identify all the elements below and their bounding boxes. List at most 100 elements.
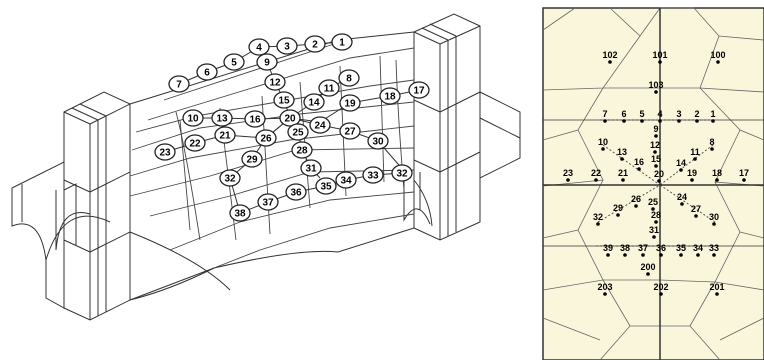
point-bubble bbox=[304, 35, 326, 53]
point-dot bbox=[622, 119, 626, 123]
point-number: 8 bbox=[709, 137, 714, 147]
point-number: 16 bbox=[249, 115, 261, 126]
point-number: 39 bbox=[603, 243, 613, 253]
point-dot bbox=[695, 119, 699, 123]
point-dot bbox=[679, 168, 683, 172]
point-bubble bbox=[241, 150, 263, 168]
point-number: 18 bbox=[712, 168, 722, 178]
point-bubble bbox=[279, 109, 301, 127]
plan-point-9: 9 bbox=[653, 124, 659, 138]
point-number: 37 bbox=[638, 243, 648, 253]
point-number: 25 bbox=[292, 128, 304, 139]
plan-point-37: 37 bbox=[638, 243, 648, 257]
plan-point-39: 39 bbox=[603, 243, 613, 257]
point-number: 13 bbox=[617, 147, 627, 157]
point-number: 29 bbox=[246, 155, 258, 166]
point-dot bbox=[679, 253, 683, 257]
point-bubble bbox=[248, 38, 270, 56]
iso-point-31: 31 bbox=[300, 159, 322, 177]
iso-point-37: 37 bbox=[257, 193, 279, 211]
point-bubble bbox=[379, 87, 401, 105]
plan-point-13: 13 bbox=[617, 147, 627, 161]
point-dot bbox=[712, 253, 716, 257]
vault-outline bbox=[129, 31, 415, 301]
isometric-vault-drawing bbox=[11, 13, 521, 321]
point-bubble bbox=[276, 37, 298, 55]
point-number: 10 bbox=[187, 114, 199, 125]
point-bubble bbox=[255, 129, 277, 147]
point-bubble bbox=[264, 73, 286, 91]
iso-point-32: 32 bbox=[391, 164, 413, 182]
plan-point-20: 20 bbox=[654, 169, 664, 183]
point-number: 34 bbox=[340, 176, 352, 187]
point-number: 37 bbox=[262, 198, 274, 209]
iso-point-14: 14 bbox=[303, 93, 325, 111]
point-number: 23 bbox=[563, 168, 573, 178]
point-bubble bbox=[287, 123, 309, 141]
point-dot bbox=[715, 292, 719, 296]
iso-point-9: 9 bbox=[256, 53, 278, 71]
point-number: 28 bbox=[296, 146, 308, 157]
point-bubble bbox=[303, 93, 325, 111]
iso-point-17: 17 bbox=[408, 81, 430, 99]
point-bubble bbox=[211, 109, 233, 127]
point-number: 1 bbox=[710, 109, 715, 119]
plan-view-grid bbox=[542, 7, 764, 360]
point-number: 11 bbox=[324, 84, 335, 95]
point-number: 15 bbox=[278, 96, 290, 107]
point-number: 103 bbox=[648, 80, 663, 90]
point-number: 3 bbox=[676, 109, 681, 119]
point-dot bbox=[603, 119, 607, 123]
point-bubble bbox=[223, 53, 245, 71]
plan-point-21: 21 bbox=[618, 168, 628, 182]
point-number: 32 bbox=[593, 212, 603, 222]
point-number: 26 bbox=[260, 134, 272, 145]
point-number: 27 bbox=[691, 204, 701, 214]
point-dot bbox=[654, 90, 658, 94]
point-number: 7 bbox=[176, 80, 182, 91]
plan-point-14: 14 bbox=[676, 158, 686, 172]
point-dot bbox=[608, 60, 612, 64]
plan-point-18: 18 bbox=[712, 168, 722, 182]
point-number: 26 bbox=[631, 194, 641, 204]
point-dot bbox=[654, 134, 658, 138]
point-bubble bbox=[196, 63, 218, 81]
point-number: 6 bbox=[621, 109, 626, 119]
point-number: 3 bbox=[284, 42, 290, 53]
plan-point-103: 103 bbox=[648, 80, 664, 94]
plan-point-38: 38 bbox=[620, 243, 630, 257]
point-number: 203 bbox=[597, 282, 612, 292]
point-bubble bbox=[273, 91, 295, 109]
iso-point-24: 24 bbox=[309, 116, 331, 134]
point-number: 202 bbox=[653, 282, 668, 292]
right-pier bbox=[403, 13, 521, 241]
point-bubble bbox=[391, 164, 413, 182]
point-dot bbox=[616, 213, 620, 217]
point-number: 4 bbox=[256, 43, 262, 54]
plan-point-34: 34 bbox=[693, 243, 703, 257]
iso-point-33: 33 bbox=[362, 166, 384, 184]
point-number: 22 bbox=[189, 139, 201, 150]
point-number: 20 bbox=[654, 169, 664, 179]
plan-point-28: 28 bbox=[651, 210, 661, 224]
point-number: 33 bbox=[367, 171, 379, 182]
plan-point-7: 7 bbox=[602, 109, 608, 123]
point-bubble bbox=[214, 126, 236, 144]
plan-point-200: 200 bbox=[640, 262, 656, 276]
point-dot bbox=[680, 202, 684, 206]
iso-point-7: 7 bbox=[168, 75, 190, 93]
plan-point-36: 36 bbox=[656, 243, 666, 257]
point-number: 19 bbox=[344, 99, 356, 110]
point-number: 5 bbox=[639, 109, 644, 119]
point-bubble bbox=[184, 134, 206, 152]
plan-point-16: 16 bbox=[634, 157, 644, 171]
iso-point-13: 13 bbox=[211, 109, 233, 127]
point-dot bbox=[646, 272, 650, 276]
point-number: 12 bbox=[650, 140, 660, 150]
point-bubble bbox=[331, 33, 353, 51]
plan-point-24: 24 bbox=[677, 192, 687, 206]
iso-point-25: 25 bbox=[287, 123, 309, 141]
point-dot bbox=[654, 220, 658, 224]
point-dot bbox=[601, 147, 605, 151]
